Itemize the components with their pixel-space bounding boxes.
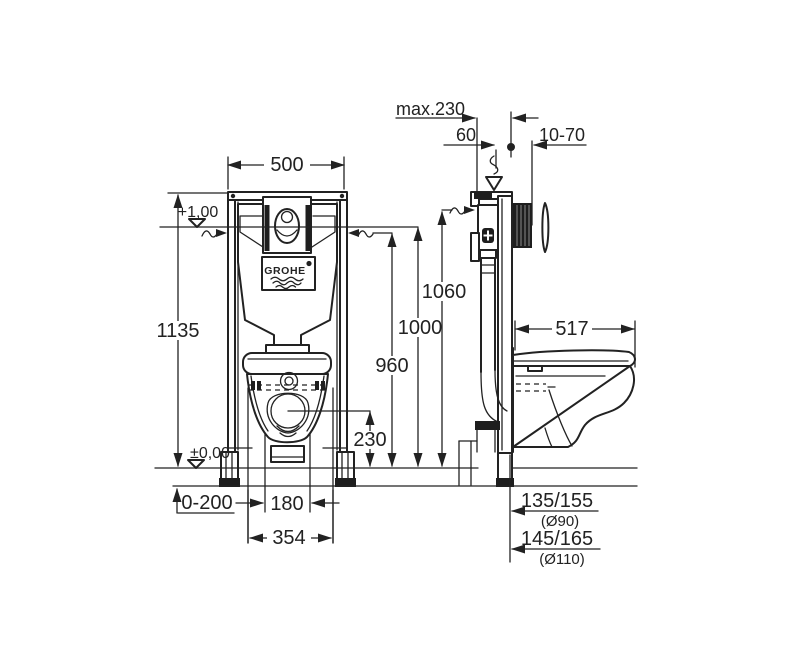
grohe-logo-plate: GROHE: [261, 256, 316, 291]
dim-supply-height: 960: [375, 355, 408, 377]
toilet-bowl-front: [242, 352, 332, 463]
drain-seal: [475, 421, 500, 430]
side-view-frame: [458, 191, 550, 487]
seat-rim-front: [242, 352, 332, 375]
dim-actuation-height: 1060: [422, 281, 467, 303]
dim-max-depth: max.230: [396, 99, 465, 119]
frame-foot-side: [496, 452, 514, 487]
dim-offset-front: 60: [456, 125, 476, 145]
floor-lines: [154, 467, 638, 487]
frame-rail-left: [227, 199, 236, 453]
dim-width-top: 500: [270, 154, 303, 176]
frame-foot-left: [219, 451, 240, 487]
flush-actuator-shaft: [262, 196, 312, 254]
frame-rail-right: [339, 199, 348, 453]
reference-point-icon: [507, 143, 515, 151]
bowl-outlet-front: [270, 445, 305, 463]
dim-outlet-spacing: 180: [270, 493, 303, 515]
dim-reference-height: 1000: [398, 317, 443, 339]
level-marker-icon: [187, 459, 205, 469]
cistern-side: [477, 204, 499, 251]
dim-base-width: 354: [272, 527, 305, 549]
flush-pipe-side: [458, 257, 508, 486]
registered-mark-icon: [306, 260, 312, 267]
dim-bowl-depth: 517: [555, 318, 588, 340]
level-floor-label: ±0,00: [190, 445, 230, 462]
seat-side: [512, 349, 636, 367]
dim-drain110-offset: 145/165: [521, 528, 593, 550]
actuation-connection-arrow: [441, 206, 475, 215]
frame-rail-side: [497, 195, 513, 454]
supply-connection-arrow-right: [348, 229, 393, 238]
logo-wave-icon: [270, 276, 304, 282]
dimensions: 500 1135 0-200 180 354 230 960: [155, 99, 636, 568]
supply-connection-arrow-left: [201, 229, 227, 238]
dim-wall-thickness: 10-70: [539, 125, 585, 145]
dim-outlet-height: 230: [353, 429, 386, 451]
wall-plate-profile: [541, 202, 550, 253]
frame-foot-right: [335, 451, 356, 487]
flush-plate-recess: [513, 203, 532, 248]
bowl-side-profile: [512, 365, 635, 448]
water-inlet-icon: [485, 155, 503, 191]
grohe-logo-text: GROHE: [264, 265, 306, 277]
dim-drain90-offset: 135/155: [521, 490, 593, 512]
level-upper-label: +1,00: [178, 204, 219, 221]
frame-bolt-icon: [230, 193, 236, 199]
dim-drain110-diameter: (Ø110): [539, 551, 585, 568]
dim-frame-height: 1135: [156, 320, 199, 342]
reference-levels: +1,00 ±0,00: [159, 155, 503, 469]
fixing-bolt-icon: [251, 381, 325, 390]
flush-button-oval: [274, 208, 300, 244]
frame-bolt-icon: [339, 193, 345, 199]
level-marker-icon: [188, 218, 206, 228]
dim-foot-adjust: 0-200: [181, 492, 232, 514]
toilet-bowl-side: [512, 347, 636, 453]
dim-drain90-diameter: (Ø90): [541, 513, 579, 530]
